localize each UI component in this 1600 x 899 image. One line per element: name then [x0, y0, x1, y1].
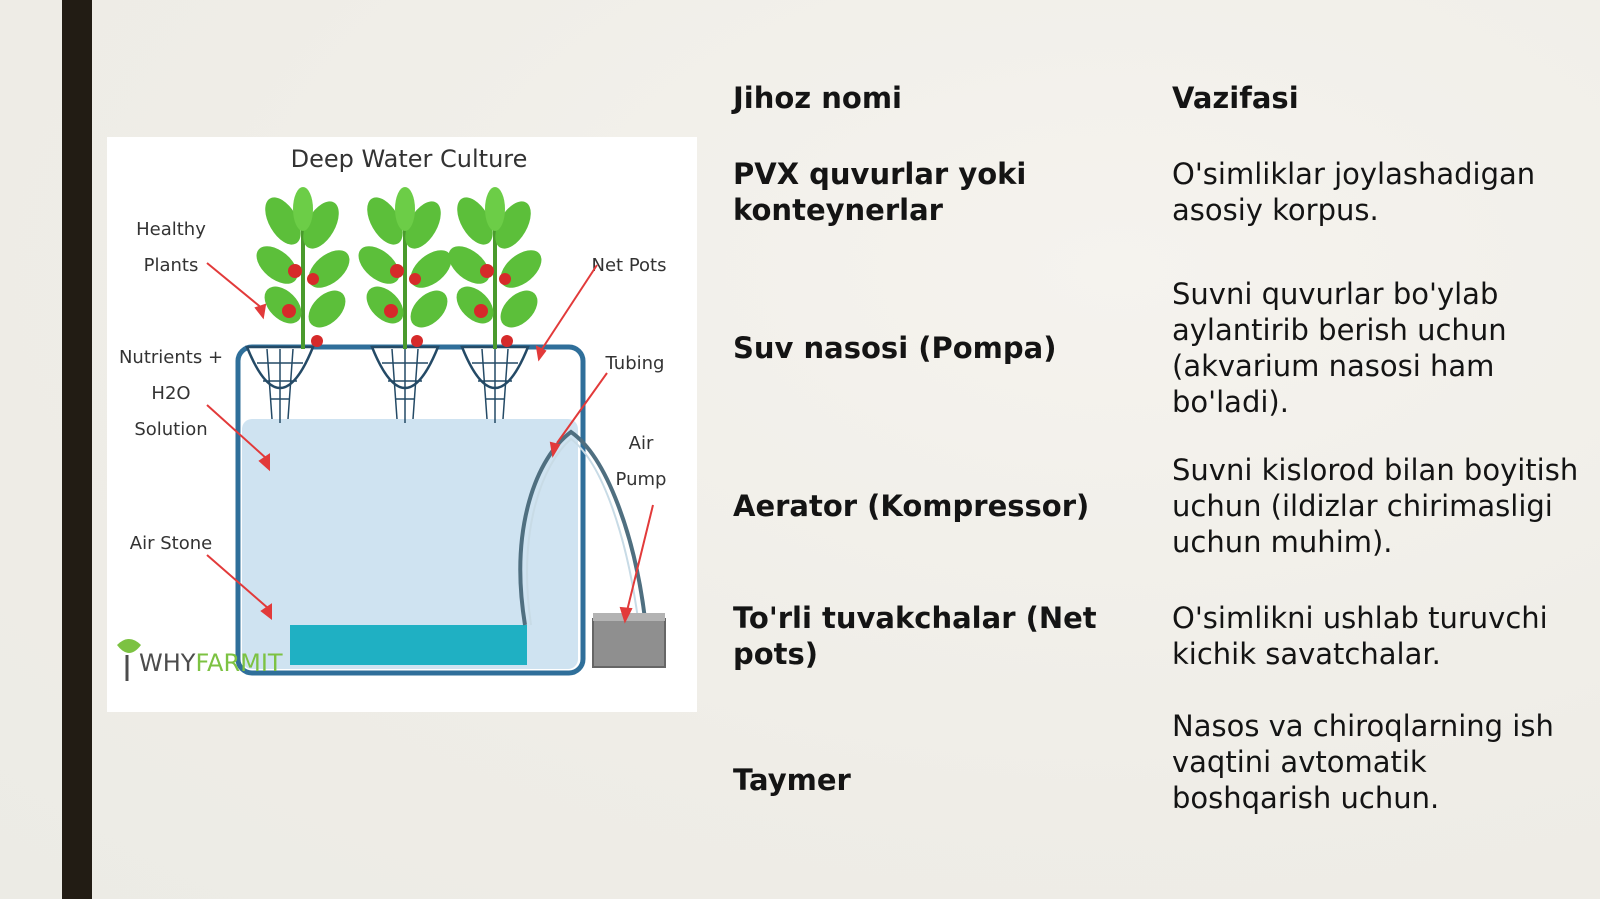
net-pot-2	[370, 345, 440, 423]
label-air-pump-line2: Pump	[616, 469, 667, 490]
pointer-arrows	[206, 262, 654, 624]
tomato-plant-1	[256, 187, 350, 349]
row-1-function: O'simliklar joylashadigan asosiy korpus.	[1172, 157, 1536, 227]
row-3-function: Suvni kislorod bilan boyitish uchun (ild…	[1172, 453, 1579, 559]
water-area	[242, 419, 578, 669]
net-pot-1	[245, 345, 315, 423]
logo-text: WHYFARMIT	[139, 649, 283, 677]
label-nutrients-line2: H2O	[151, 383, 190, 404]
label-nutrients-line3: Solution	[134, 419, 207, 440]
header-equipment-name: Jihoz nomi	[733, 81, 903, 115]
logo-text-farmit: FARMIT	[195, 649, 282, 677]
row-1-name: PVX quvurlar yoki konteynerlar	[733, 157, 1027, 227]
left-accent-bar	[62, 0, 92, 899]
air-tubing	[518, 429, 647, 626]
label-healthy-plants-line1: Healthy	[136, 219, 206, 240]
row-2-name: Suv nasosi (Pompa)	[733, 331, 1057, 365]
row-4-name: To'rli tuvakchalar (Net pots)	[733, 601, 1097, 671]
diagram-title: Deep Water Culture	[291, 145, 528, 173]
air-tubing-inner	[526, 437, 639, 626]
row-3-name: Aerator (Kompressor)	[733, 489, 1090, 523]
label-healthy-plants-line2: Plants	[144, 255, 199, 276]
row-2-function: Suvni quvurlar bo'ylab aylantirib berish…	[1172, 277, 1507, 419]
label-air-stone: Air Stone	[130, 533, 212, 554]
air-pump-top	[593, 613, 665, 621]
tomato-plant-2	[358, 187, 452, 349]
label-nutrients-line1: Nutrients +	[119, 347, 223, 368]
row-5-function: Nasos va chiroqlarning ish vaqtini avtom…	[1172, 709, 1554, 815]
row-5-name: Taymer	[733, 763, 851, 797]
deep-water-culture-diagram: Deep Water Culture	[107, 137, 697, 712]
diagram-svg: Deep Water Culture	[117, 145, 667, 681]
label-air-pump-line1: Air	[629, 433, 654, 454]
air-stone-block	[290, 625, 527, 665]
air-pump-box	[592, 618, 666, 668]
label-net-pots: Net Pots	[592, 255, 667, 276]
label-tubing: Tubing	[605, 353, 665, 374]
row-4-function: O'simlikni ushlab turuvchi kichik savatc…	[1172, 601, 1548, 671]
header-function: Vazifasi	[1172, 81, 1299, 115]
tomato-plant-3	[448, 187, 542, 349]
logo-leaf-icon	[117, 639, 141, 653]
net-pot-3	[460, 345, 530, 423]
logo-text-why: WHY	[139, 649, 196, 677]
whyfarmit-logo: WHYFARMIT	[117, 639, 283, 681]
